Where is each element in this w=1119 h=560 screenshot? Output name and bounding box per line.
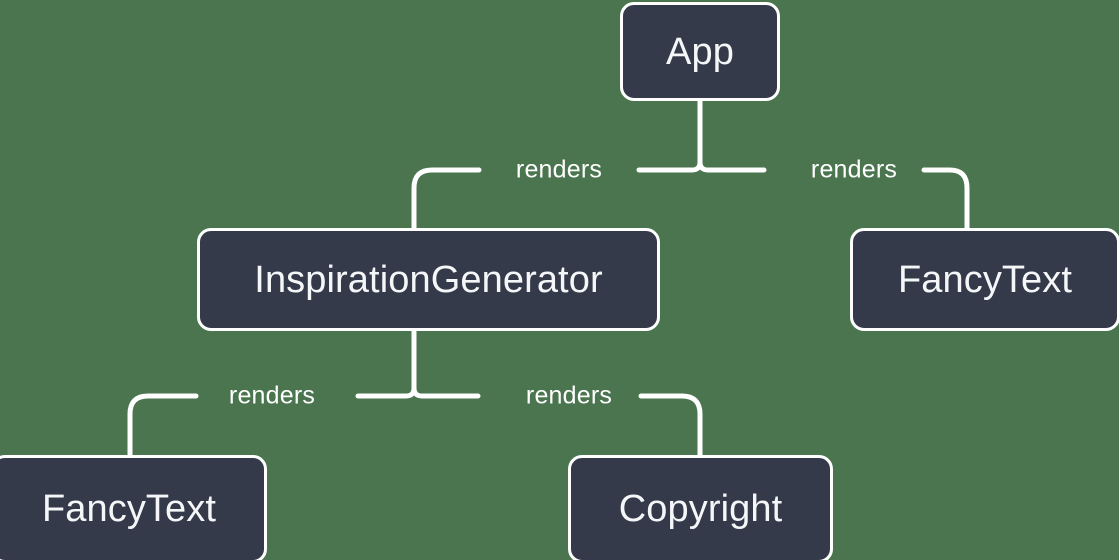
edge-app-junction-right (697, 159, 767, 173)
edge-label-app-to-inspiration: renders (506, 157, 612, 183)
edge-inspiration-to-fancytext (127, 393, 199, 458)
edge-inspiration-junction-right (411, 385, 481, 399)
edge-label-inspiration-to-copyright: renders (516, 383, 622, 409)
node-fancytext-left[interactable]: FancyText (0, 455, 267, 560)
node-fancytext-right[interactable]: FancyText (850, 228, 1119, 331)
edge-inspiration-junction-left (355, 385, 417, 399)
node-copyright-label: Copyright (618, 488, 783, 530)
edge-app-to-fancytext (921, 167, 970, 231)
edge-app-junction-left (636, 159, 703, 173)
node-copyright[interactable]: Copyright (568, 455, 833, 560)
node-fancytext-left-label: FancyText (41, 488, 217, 530)
edge-inspiration-to-copyright (638, 393, 703, 458)
edge-label-inspiration-to-fancytext: renders (219, 383, 325, 409)
node-inspiration-generator[interactable]: InspirationGenerator (197, 228, 660, 331)
node-fancytext-right-label: FancyText (897, 258, 1073, 301)
edge-label-app-to-fancytext: renders (801, 157, 907, 183)
node-inspiration-generator-label: InspirationGenerator (254, 258, 603, 301)
edge-app-to-inspiration (411, 167, 482, 231)
node-app-label: App (666, 30, 734, 73)
node-app[interactable]: App (620, 2, 780, 101)
